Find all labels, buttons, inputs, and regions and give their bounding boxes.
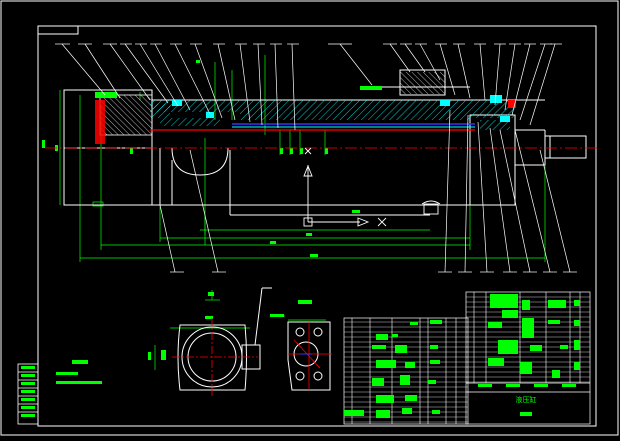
view-arrow-marks: [303, 147, 387, 227]
left-table-entries: [21, 366, 35, 417]
title-block-label: 液压缸: [516, 395, 537, 404]
dimension-lines: [59, 55, 546, 262]
technical-notes: [56, 360, 102, 384]
callout-leaders-bottom: [159, 109, 571, 273]
main-assembly-view: [42, 43, 600, 273]
bleed-fitting: [421, 200, 441, 215]
section-hatching: [99, 72, 515, 136]
title-block-table: [465, 291, 591, 425]
seal-and-part-highlights: [95, 86, 516, 144]
callout-leaders-top: [61, 43, 556, 131]
title-block-code: [520, 412, 532, 416]
section-view-circular: [148, 287, 272, 396]
left-revision-table: [17, 363, 39, 425]
parts-list-table: [343, 317, 469, 425]
flange-detail-view: [270, 300, 332, 391]
